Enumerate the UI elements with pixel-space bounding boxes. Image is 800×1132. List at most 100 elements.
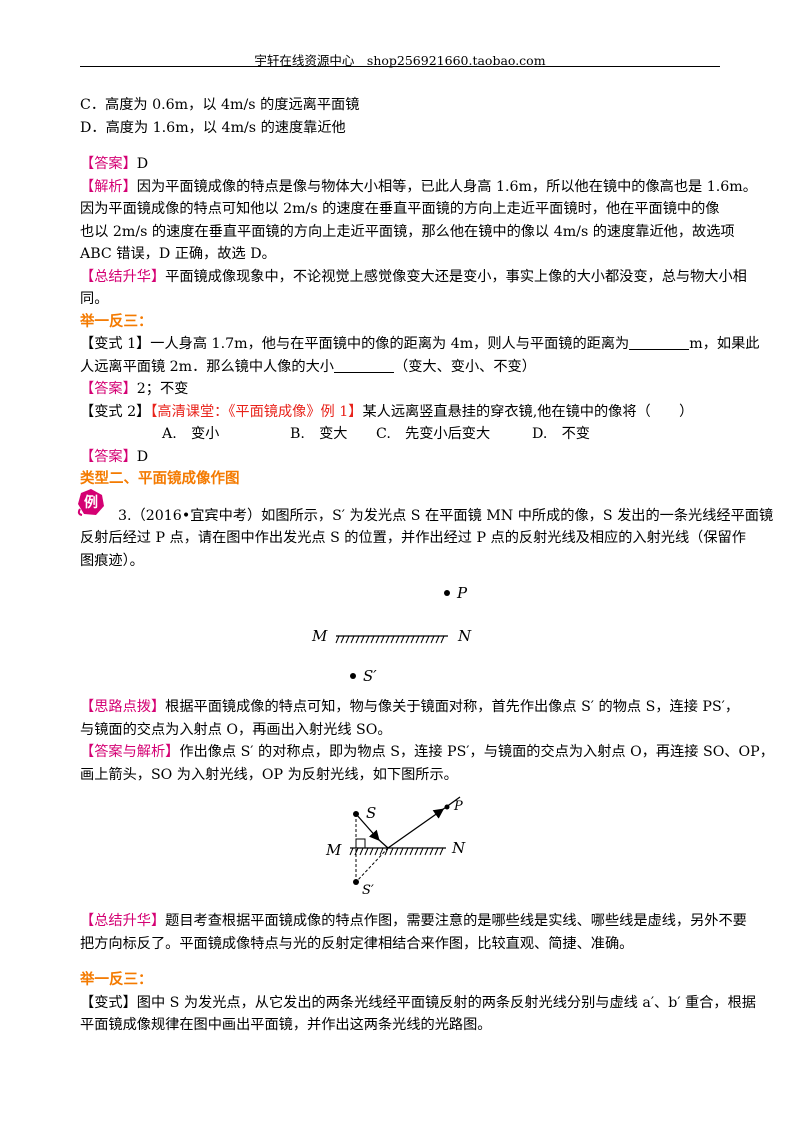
explanation-tag: 【解析】	[80, 178, 137, 195]
point-p	[444, 804, 450, 810]
incident-ray-arrow	[355, 813, 380, 841]
variant-3-line-1: 【变式】图中 S 为发光点，从它发出的两条光线经平面镜反射的两条反射光线分别与虚…	[80, 994, 756, 1011]
variant-3-line-2: 平面镜成像规律在图中画出平面镜，并作出这两条光线的光路图。	[80, 1017, 492, 1033]
reference-tag: 【高清课堂：《平面镜成像》例 1】	[150, 403, 363, 420]
summary-1-line-1: 【总结升华】平面镜成像现象中，不论视觉上感觉像变大还是变小，事实上像的大小都没变…	[80, 266, 747, 289]
hatch-mark	[349, 847, 354, 856]
hatch-mark	[400, 635, 405, 644]
hatch-mark	[365, 635, 370, 644]
hatch-mark	[335, 635, 340, 644]
right-angle-mark	[355, 838, 366, 849]
answer-3: 【答案】D	[80, 446, 720, 469]
explanation-1-line-1: 【解析】因为平面镜成像的特点是像与物体大小相等，已此人身高 1.6m，所以他在镜…	[80, 176, 757, 199]
variant-1-line-2: 人远离平面镜 2m．那么镜中人像的大小 （变大、变小、不变）	[80, 356, 720, 379]
hatch-mark	[419, 847, 424, 856]
variant-text: （变大、变小、不变）	[394, 358, 536, 375]
variant-text: 【变式 1】一人身高 1.7m，他与在平面镜中的像的距离为 4m，则人与平面镜的…	[80, 336, 630, 352]
hatch-mark	[420, 635, 425, 644]
option-d: D．高度为 1.6m，以 4m/s 的速度靠近他	[80, 119, 346, 136]
answer-explanation-line-1: 【答案与解析】作出像点 S′ 的对称点，即为物点 S，连接 PS′，与镜面的交点…	[80, 741, 774, 764]
summary-text: 题目考查根据平面镜成像的特点作图，需要注意的是哪些线是实线、哪些线是虚线，另外不…	[165, 913, 747, 929]
type-2-heading: 类型二、平面镜成像作图	[80, 471, 240, 487]
example-badge-icon: 例	[77, 488, 104, 516]
variant-1-line-1: 【变式 1】一人身高 1.7m，他与在平面镜中的像的距离为 4m，则人与平面镜的…	[80, 333, 759, 356]
hint-text: 根据平面镜成像的特点可知，物与像关于镜面对称，首先作出像点 S′ 的物点 S，连…	[165, 699, 740, 715]
hatch-mark	[355, 635, 360, 644]
answer-blank	[334, 358, 394, 373]
label-m: M	[325, 841, 342, 859]
hatch-mark	[359, 847, 364, 856]
hatch-mark	[405, 635, 410, 644]
hatch-mark	[404, 847, 409, 856]
hatch-mark	[430, 635, 435, 644]
hatch-mark	[370, 635, 375, 644]
hatch-mark	[375, 635, 380, 644]
summary-text: 平面镜成像现象中，不论视觉上感觉像变大还是变小，事实上像的大小都没变，总与物大小…	[165, 268, 747, 285]
explanation-text: 因为平面镜成像的特点是像与物体大小相等，已此人身高 1.6m，所以他在镜中的像高…	[136, 178, 757, 195]
variant-text: 人远离平面镜 2m．那么镜中人像的大小	[80, 358, 334, 375]
answer-tag: 【答案】	[80, 448, 137, 465]
option-b: B. 变大	[290, 426, 348, 442]
answer-tag: 【答案】	[80, 381, 137, 397]
hatch-mark	[364, 847, 369, 856]
question-3-line-1: 3.（2016•宜宾中考）如图所示，S′ 为发光点 S 在平面镜 MN 中所成的…	[118, 507, 774, 524]
hatch-mark	[435, 635, 440, 644]
answer-explanation-line-2: 画上箭头，SO 为入射光线，OP 为反射光线，如下图所示。	[80, 766, 458, 783]
hatch-mark	[409, 847, 414, 856]
hatch-mark	[390, 635, 395, 644]
hatch-mark	[425, 635, 430, 644]
hatch-mark	[369, 847, 374, 856]
answer-explanation-tag: 【答案与解析】	[80, 744, 180, 760]
hatch-mark	[429, 847, 434, 856]
answer-text: D	[136, 156, 149, 172]
hatch-mark	[350, 635, 355, 644]
hatch-mark	[389, 847, 394, 856]
label-p: P	[456, 584, 468, 602]
hatch-mark	[424, 847, 429, 856]
label-s-prime: S′	[362, 883, 374, 898]
explanation-1-line-2: 因为平面镜成像的特点可知他以 2m/s 的速度在垂直平面镜的方向上走近平面镜时，…	[80, 201, 720, 217]
summary-1-line-2: 同。	[80, 291, 109, 307]
section-heading-practice: 举一反三：	[80, 313, 153, 330]
header-divider	[80, 66, 720, 67]
question-3-line-2: 反射后经过 P 点，请在图中作出发光点 S 的位置，并作出经过 P 点的反射光线…	[80, 530, 746, 546]
answer-text: 2；不变	[136, 381, 189, 397]
hatch-mark	[385, 635, 390, 644]
summary-2-line-1: 【总结升华】题目考查根据平面镜成像的特点作图，需要注意的是哪些线是实线、哪些线是…	[80, 910, 747, 933]
answer-tag: 【答案】	[80, 156, 137, 172]
mirror-hatching	[335, 635, 445, 644]
document-body: C．高度为 0.6m，以 4m/s 的度远离平面镜 D．高度为 1.6m，以 4…	[77, 94, 774, 1037]
variant-text: 【变式 2】	[80, 403, 151, 420]
mirror-figure-answer: S M N P S′	[325, 796, 466, 898]
hatch-mark	[399, 847, 404, 856]
label-p: P	[453, 799, 463, 814]
summary-tag: 【总结升华】	[80, 268, 166, 285]
point-s-prime	[350, 673, 356, 679]
variant-text: 某人远离竖直悬挂的穿衣镜,他在镜中的像将（ ）	[362, 403, 694, 420]
extension-dashed-line	[355, 847, 389, 883]
answer-text: D	[136, 448, 149, 465]
option-c: C．高度为 0.6m，以 4m/s 的度远离平面镜	[80, 97, 360, 113]
summary-2-line-2: 把方向标反了。平面镜成像特点与光的反射定律相结合来作图，比较直观、简捷、准确。	[80, 935, 634, 952]
point-s-prime	[353, 879, 359, 885]
answer-1: 【答案】D	[80, 153, 720, 176]
hatch-mark	[439, 847, 444, 856]
hatch-mark	[360, 635, 365, 644]
label-s: S	[366, 804, 376, 822]
hint-tag: 【思路点拨】	[80, 699, 166, 715]
hint-line-2: 与镜面的交点为入射点 O，再画出入射光线 SO。	[80, 721, 392, 738]
hatch-mark	[410, 635, 415, 644]
reflected-ray-arrow	[387, 808, 445, 849]
label-m: M	[311, 627, 328, 645]
hatch-mark	[414, 847, 419, 856]
hatch-mark	[434, 847, 439, 856]
option-d: D. 不变	[532, 426, 590, 442]
answer-blank	[629, 335, 690, 350]
label-n: N	[451, 839, 466, 857]
explanation-1-line-3: 也以 2m/s 的速度在垂直平面镜的方向上走近平面镜，那么他在镜中的像以 4m/…	[80, 223, 735, 240]
variant-text: m，如果此	[689, 336, 760, 352]
hatch-mark	[340, 635, 345, 644]
mirror-hatching	[349, 847, 444, 856]
hatch-mark	[415, 635, 420, 644]
hatch-mark	[395, 635, 400, 644]
